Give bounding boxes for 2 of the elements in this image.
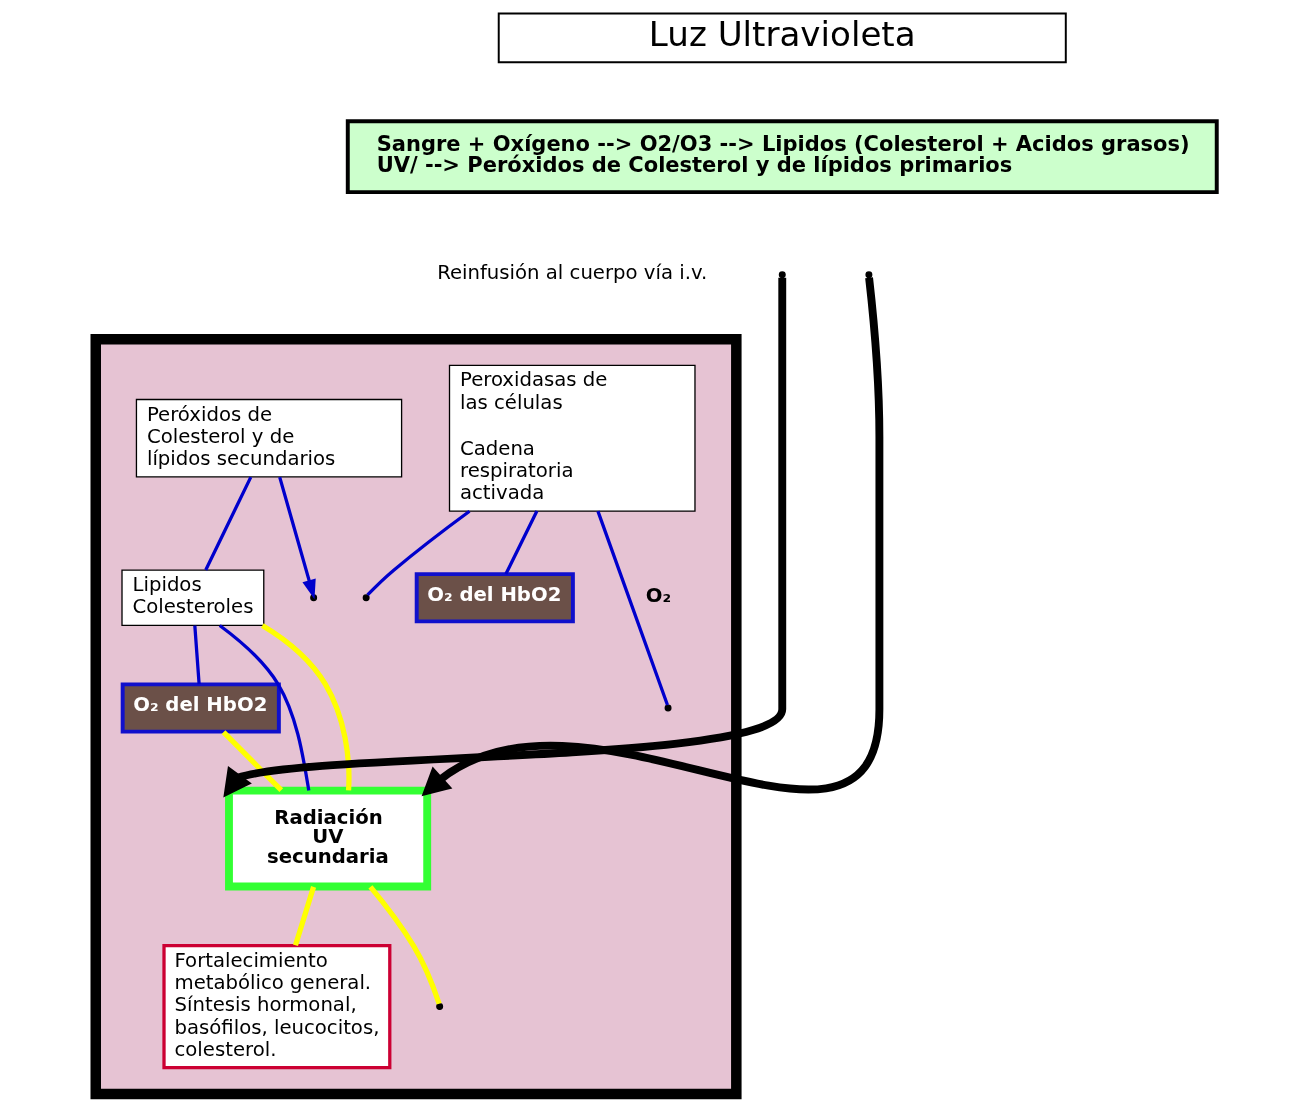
edge-label: O₂ [645, 583, 672, 607]
label: Reinfusión al cuerpo vía i.v. [437, 261, 708, 285]
